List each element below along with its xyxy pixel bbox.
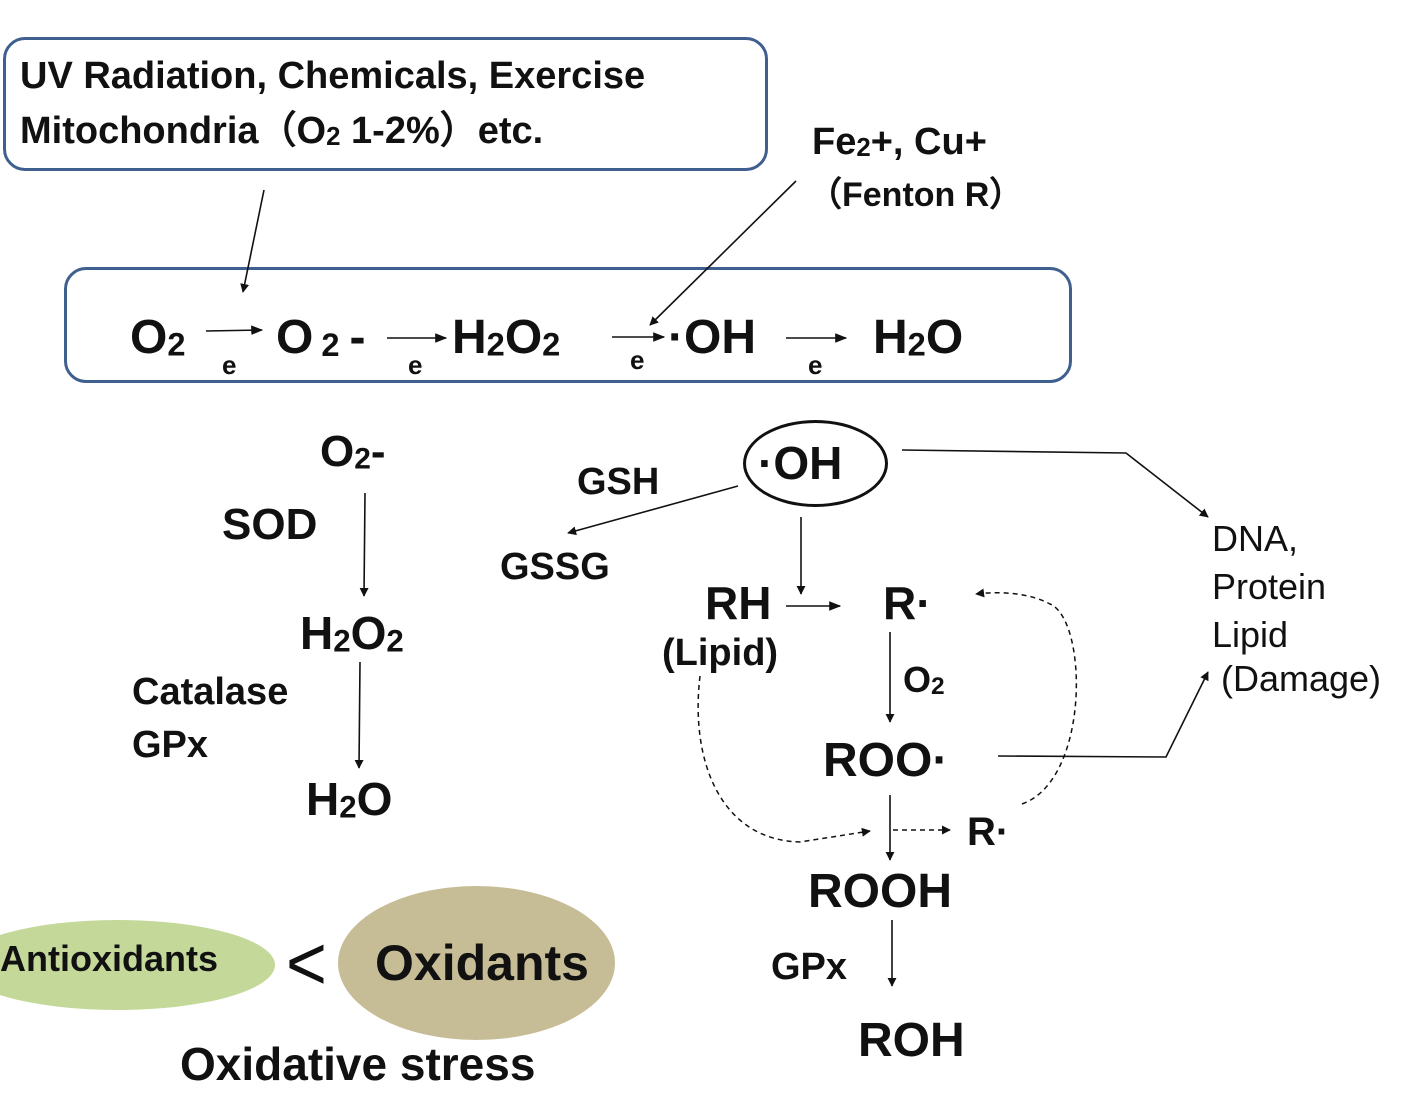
- oxidants-ellipse: [338, 886, 615, 1040]
- arrow-roo-to-damage: [997, 671, 1209, 758]
- o2-label: O2: [903, 659, 945, 700]
- damage-line4: (Damage): [1221, 658, 1382, 699]
- reduction-chain-box: [64, 267, 1072, 383]
- gpx-label-left: GPx: [132, 724, 209, 766]
- electron-label-2: e: [408, 350, 423, 380]
- oxidants-label: Oxidants: [375, 935, 589, 991]
- electron-label-1: e: [222, 350, 237, 380]
- chain-h2o: H2O: [873, 311, 964, 364]
- catalase-label: Catalase: [132, 671, 289, 713]
- damage-line3: Lipid: [1212, 614, 1289, 655]
- electron-label-3: e: [630, 345, 645, 375]
- less-than-symbol: <: [286, 920, 327, 1006]
- gsh-label: GSH: [577, 461, 660, 503]
- arrow-gsh-to-gssg: [567, 485, 739, 536]
- antioxidants-ellipse: [0, 920, 275, 1010]
- sources-box: [3, 37, 768, 171]
- roh-label: ROH: [858, 1014, 965, 1067]
- electron-label-4: e: [808, 350, 823, 380]
- rh-label: RH: [705, 577, 772, 629]
- gpx-label-right: GPx: [771, 946, 848, 988]
- chain-hydroxyl: ·OH: [668, 311, 756, 364]
- oxidative-stress-caption: Oxidative stress: [180, 1038, 536, 1090]
- sources-line2: Mitochondria（O2 1-2%）etc.: [20, 110, 544, 152]
- fenton-label: （Fenton R）: [808, 176, 1024, 214]
- antioxidants-label: Antioxidants: [0, 938, 219, 979]
- r-radical-label-2: R·: [967, 810, 1010, 854]
- chain-o2: O2: [130, 311, 186, 364]
- sod-label: SOD: [222, 500, 318, 549]
- rooh-label: ROOH: [808, 865, 952, 918]
- r-radical-label: R·: [883, 577, 932, 629]
- metals-label: Fe2+, Cu+: [812, 121, 987, 163]
- arrow-chain-1: [205, 325, 264, 335]
- sod-start-superoxide: O2-: [320, 427, 386, 476]
- hydroxyl-radical-ellipse: [743, 420, 888, 507]
- chain-h2o2: H2O2: [452, 311, 561, 364]
- dotted-curve-propagation: [975, 588, 1078, 805]
- hydroxyl-radical-center: ·OH: [758, 437, 843, 489]
- arrow-fenton-to-hydroxyl: [649, 180, 797, 326]
- sod-mid-h2o2: H2O2: [300, 607, 404, 659]
- damage-line2: Protein: [1212, 566, 1327, 607]
- roo-radical-label: ROO·: [823, 734, 949, 787]
- damage-line1: DNA,: [1212, 518, 1299, 559]
- arrow-hydroxyl-to-damage: [901, 449, 1209, 518]
- arrow-h2o2-to-h2o: [354, 661, 364, 769]
- sources-line1: UV Radiation, Chemicals, Exercise: [20, 55, 646, 97]
- arrow-superoxide-to-h2o2: [359, 492, 369, 597]
- sod-end-h2o: H2O: [306, 773, 393, 825]
- gssg-label: GSSG: [500, 546, 610, 588]
- arrow-source-to-chain: [240, 189, 265, 293]
- dotted-curve-lipid: [697, 675, 871, 843]
- lipid-label: (Lipid): [662, 632, 779, 674]
